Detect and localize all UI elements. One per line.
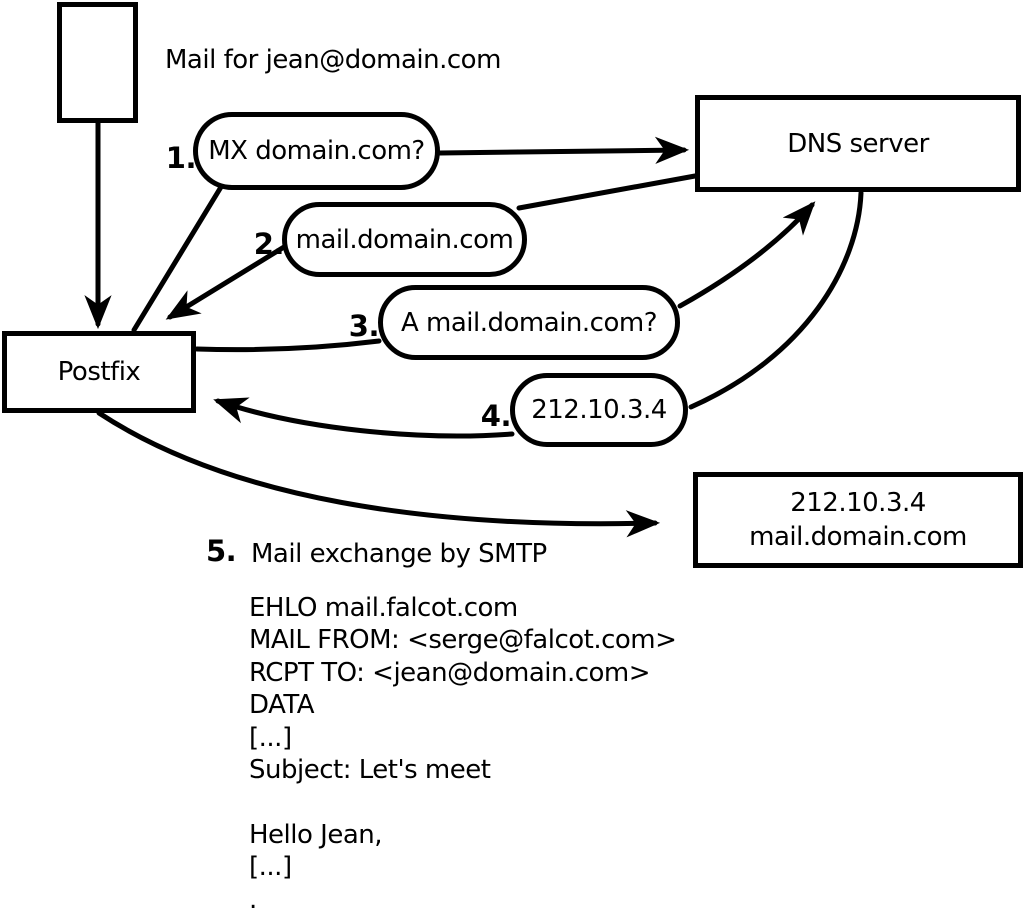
mail-message-icon: [57, 2, 138, 123]
arrow-query1-to-dns: [437, 136, 690, 164]
arrow-query3-to-dns: [677, 201, 816, 309]
postfix-label: Postfix: [57, 357, 141, 387]
line-dns-to-reply4: [688, 190, 864, 410]
smtp-session-transcript: EHLO mail.falcot.com MAIL FROM: <serge@f…: [249, 593, 677, 915]
mail-server-host: mail.domain.com: [749, 522, 967, 552]
message-pill-a-reply: 212.10.3.4: [510, 373, 688, 447]
a-query-label: A mail.domain.com?: [401, 307, 658, 338]
step-number-5: 5.: [206, 534, 237, 568]
arrow-reply4-to-postfix: [213, 397, 515, 439]
step-number-4: 4.: [480, 399, 512, 433]
mx-reply-label: mail.domain.com: [295, 224, 514, 255]
arrow-smtp-to-mailserver: [96, 410, 661, 538]
postfix-node: Postfix: [2, 331, 196, 413]
line-postfix-to-query1: [131, 184, 224, 333]
step-number-3: 3.: [348, 309, 380, 343]
message-pill-mx-query: MX domain.com?: [193, 112, 440, 190]
step-5-label: Mail exchange by SMTP: [251, 539, 547, 569]
arrow-reply2-to-postfix: [165, 244, 287, 320]
mail-server-ip: 212.10.3.4: [790, 488, 926, 518]
step-number-1: 1.: [165, 141, 197, 175]
diagram-title: Mail for jean@domain.com: [165, 45, 501, 75]
line-postfix-to-query3: [194, 338, 382, 353]
mx-query-label: MX domain.com?: [208, 136, 425, 166]
dns-server-label: DNS server: [787, 128, 929, 159]
dns-server-node: DNS server: [695, 95, 1021, 192]
mail-server-node: 212.10.3.4 mail.domain.com: [693, 472, 1023, 568]
a-reply-label: 212.10.3.4: [531, 395, 667, 425]
step-number-2: 2.: [253, 227, 285, 261]
message-pill-mx-reply: mail.domain.com: [282, 202, 527, 277]
message-pill-a-query: A mail.domain.com?: [378, 285, 680, 360]
line-dns-to-reply2: [516, 173, 698, 211]
